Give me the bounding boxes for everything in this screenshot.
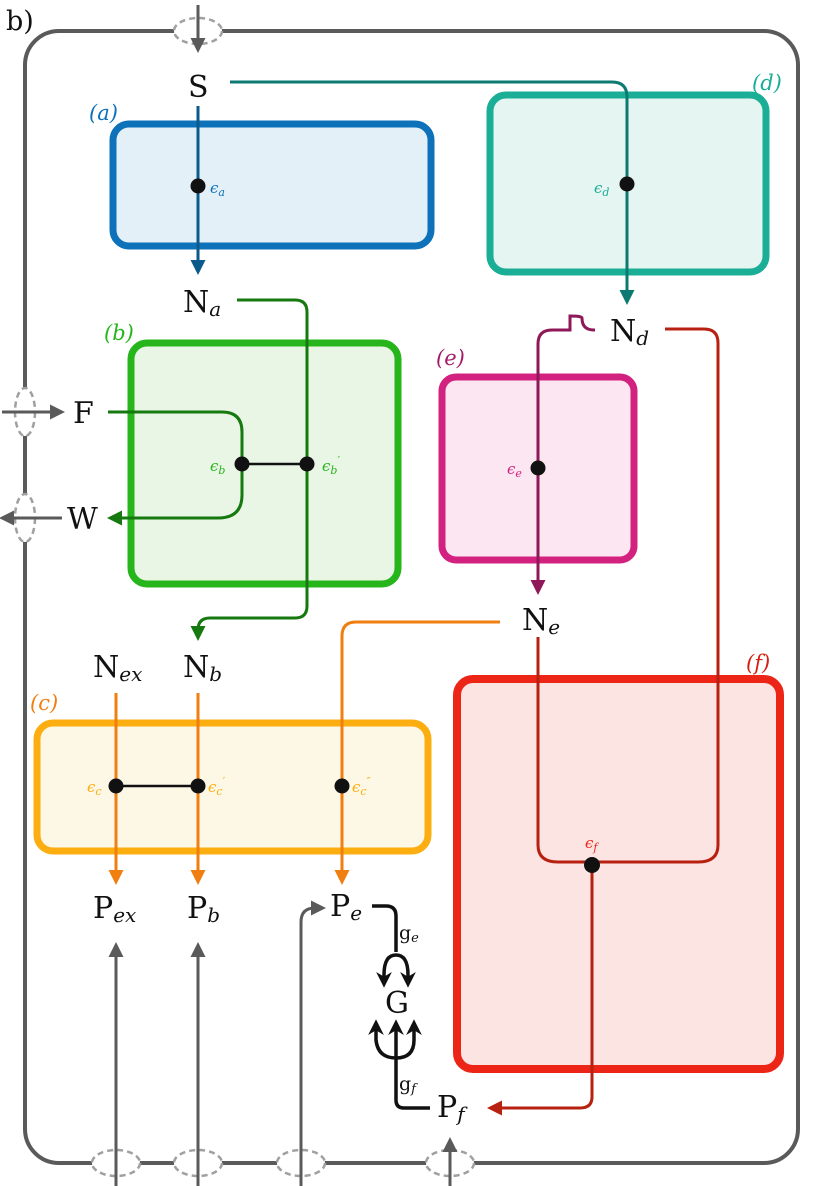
enzyme-label-ec2: ϵc′ — [208, 775, 226, 798]
ge-line — [372, 904, 398, 952]
node-pex: Pex — [93, 891, 136, 927]
node-nex: Nex — [93, 650, 142, 686]
gene-label-ge: ge — [399, 922, 419, 946]
node-f: F — [73, 396, 94, 431]
box-f — [453, 675, 784, 1073]
enzyme-label-eb2: ϵb′ — [322, 454, 340, 477]
gene-label-gf: gf — [399, 1073, 418, 1097]
node-pf: Pf — [437, 1090, 468, 1126]
gene-regulation — [368, 904, 430, 1110]
enzyme-dot-ef — [584, 857, 600, 873]
enzyme-label-ef: ϵf — [585, 834, 599, 854]
enzyme-dot-eb2 — [299, 456, 315, 472]
pathway-e — [530, 314, 595, 595]
box-c — [33, 719, 432, 855]
enzyme-label-ee: ϵe — [507, 460, 522, 480]
box-a-tag: (a) — [89, 101, 118, 125]
enzyme-dot-ec3 — [334, 778, 350, 794]
gf-arrow-left — [368, 1019, 397, 1060]
pathway-f-ne-branch — [536, 637, 592, 864]
gf-arrow-right — [395, 1019, 422, 1060]
node-w: W — [67, 502, 98, 537]
node-pe: Pe — [330, 889, 362, 925]
gf-line — [394, 1058, 430, 1110]
pe-export-arrow — [299, 900, 326, 1186]
enzyme-dot-ee — [530, 460, 546, 476]
pathway-f — [487, 327, 720, 1116]
node-nb: Nb — [183, 650, 222, 686]
cell-membrane — [23, 29, 800, 1165]
enzyme-dot-ed — [619, 176, 635, 192]
box-c-tag: (c) — [30, 691, 58, 715]
enzyme-dots — [108, 176, 635, 873]
transport-arrows — [0, 5, 458, 1186]
box-f-tag: (f) — [746, 651, 770, 675]
ge-arrow-left — [376, 953, 397, 988]
pathway-e-arrow — [530, 314, 595, 595]
enzyme-label-ed: ϵd — [594, 179, 609, 199]
box-e-tag: (e) — [436, 346, 465, 370]
enzyme-dot-ea — [190, 178, 206, 194]
node-nd: Nd — [610, 314, 649, 350]
box-d-tag: (d) — [752, 71, 782, 95]
node-na: Na — [183, 285, 221, 321]
ge-arrow-right — [395, 953, 416, 988]
box-a — [109, 120, 435, 250]
pathway-f-nd-branch — [592, 327, 720, 864]
enzyme-label-eb: ϵb — [210, 457, 225, 477]
node-ne: Ne — [522, 603, 560, 639]
pathway-d-arrow — [230, 80, 635, 305]
pathway-b-nitrogen-arrow — [190, 298, 309, 641]
node-g: G — [385, 986, 409, 1021]
pathway-c-ne-arrow — [334, 620, 500, 885]
enzyme-label-ea: ϵa — [210, 179, 225, 199]
node-s: S — [188, 70, 209, 105]
enzyme-dot-ec — [108, 778, 124, 794]
panel-label: b) — [6, 6, 34, 37]
enzyme-dot-ec2 — [190, 778, 206, 794]
enzyme-dot-eb — [234, 456, 250, 472]
box-b-tag: (b) — [104, 321, 134, 345]
pathway-f-output-arrow — [487, 862, 594, 1116]
enzyme-label-ec3: ϵc″ — [352, 775, 372, 798]
node-pb: Pb — [187, 891, 220, 927]
enzyme-label-ec: ϵc — [87, 778, 102, 798]
